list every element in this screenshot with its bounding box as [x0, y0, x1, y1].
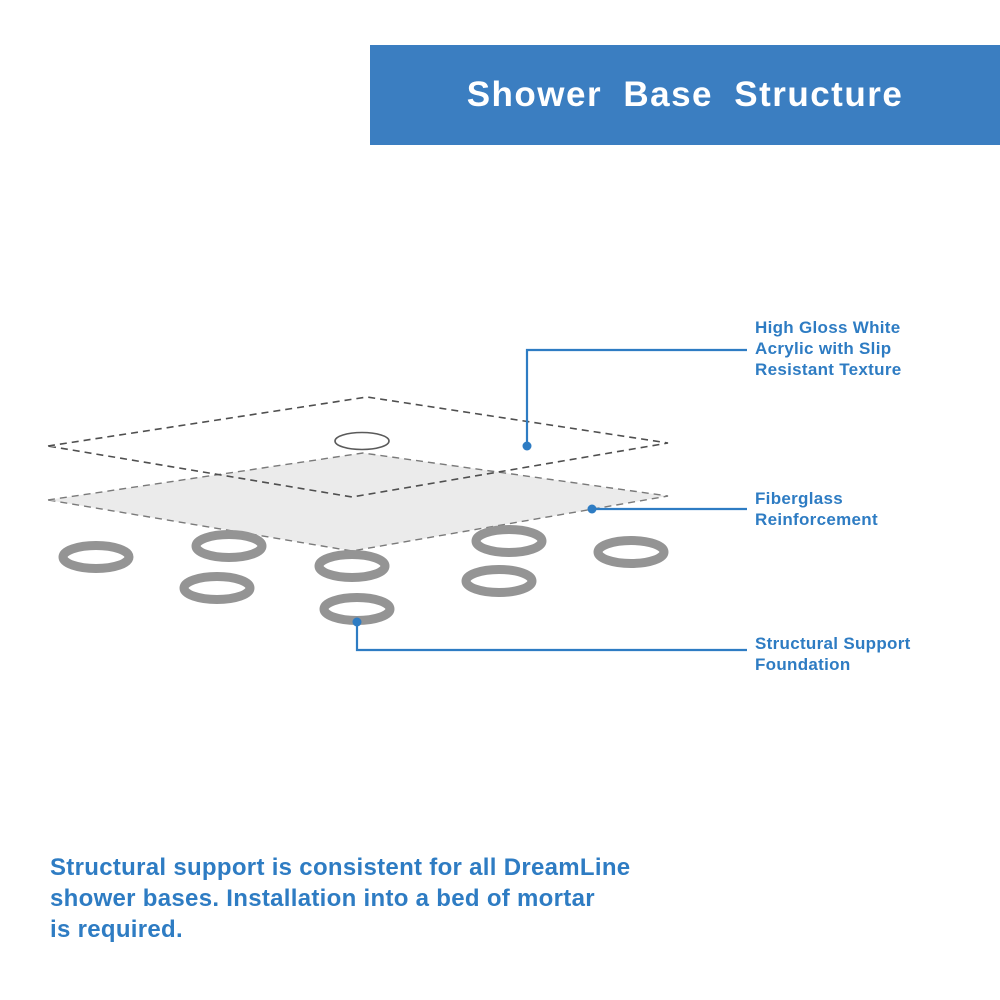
leader-fiberglass	[587, 504, 747, 514]
footer-line: Structural support is consistent for all…	[50, 854, 631, 881]
callout-line: Acrylic with Slip	[755, 339, 892, 358]
support-ring	[58, 541, 134, 573]
leader-dot-foundation	[352, 617, 362, 627]
page-title: Shower Base Structure	[466, 75, 904, 114]
callout-line: Fiberglass	[755, 489, 844, 508]
support-ring	[314, 550, 390, 582]
callout-line: Foundation	[755, 655, 851, 674]
support-ring	[471, 525, 547, 557]
leader-acrylic	[522, 348, 747, 451]
leader-foundation	[352, 617, 747, 652]
callout-fiberglass-label: Fiberglass Reinforcement	[755, 488, 878, 530]
callout-foundation-label: Structural Support Foundation	[755, 633, 911, 675]
header-banner: Shower Base Structure	[370, 45, 1000, 145]
support-ring	[319, 593, 395, 625]
callout-line: Resistant Texture	[755, 360, 902, 379]
leader-line-foundation	[355, 624, 747, 652]
callout-line: Structural Support	[755, 634, 911, 653]
footer-line: shower bases. Installation into a bed of…	[50, 885, 595, 912]
footer-note: Structural support is consistent for all…	[50, 852, 630, 945]
leader-line-acrylic	[525, 348, 747, 444]
callout-line: Reinforcement	[755, 510, 878, 529]
callout-line: High Gloss White	[755, 318, 901, 337]
leader-dot-acrylic	[522, 441, 532, 451]
support-ring	[191, 530, 267, 562]
callout-acrylic-label: High Gloss White Acrylic with Slip Resis…	[755, 317, 902, 380]
support-ring	[179, 572, 255, 604]
drain-opening	[334, 431, 390, 451]
fiberglass-layer	[47, 452, 669, 552]
leader-dot-fiberglass	[587, 504, 597, 514]
support-ring	[593, 536, 669, 568]
footer-line: is required.	[50, 916, 183, 943]
support-ring	[461, 565, 537, 597]
acrylic-top-layer	[47, 396, 669, 498]
